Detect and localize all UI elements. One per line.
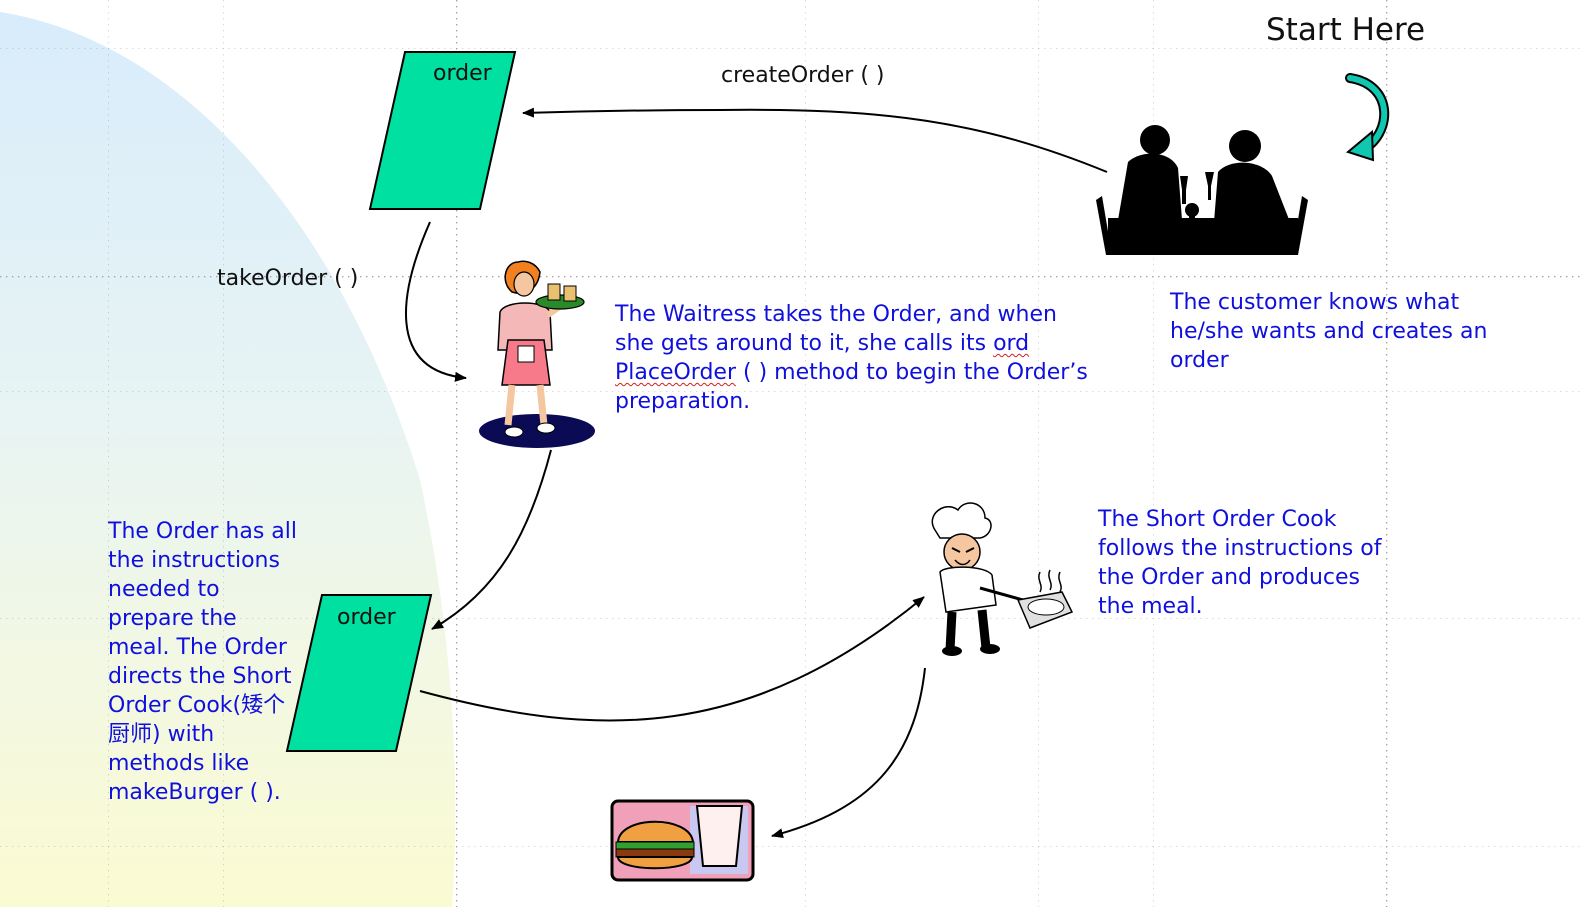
curved-arrow-icon [1345, 73, 1390, 162]
waitress-note-text-2: ( ) method to begin the Order’s preparat… [615, 360, 1088, 414]
arrow-order-to-waitress [405, 221, 467, 382]
create-order-label: createOrder ( ) [721, 63, 885, 88]
waitress-note-text-1: The Waitress takes the Order, and when s… [615, 302, 1057, 356]
waitress-note-squiggle-1: ord [993, 331, 1030, 356]
cook-note: The Short Order Cook follows the instruc… [1098, 507, 1382, 619]
burger-meal-icon [610, 799, 755, 882]
waitress-note-squiggle-2: PlaceOrder [615, 360, 737, 385]
arrow-order-to-cook [419, 596, 925, 722]
flow-arrows [405, 107, 1108, 839]
chef-icon [931, 502, 1074, 656]
order-box-top [368, 51, 517, 210]
waitress-icon [479, 260, 595, 448]
diners-silhouette-icon [1096, 125, 1308, 255]
start-here-label: Start Here [1266, 12, 1426, 48]
order-box-top-label: order [433, 61, 492, 86]
waitress-note: The Waitress takes the Order, and when s… [615, 300, 1090, 416]
order-note: The Order has all the instructions neede… [108, 519, 298, 805]
arrow-customer-to-order [522, 107, 1108, 173]
take-order-label: takeOrder ( ) [217, 266, 359, 291]
customer-note: The customer knows what he/she wants and… [1170, 290, 1488, 373]
order-box-bottom-label: order [337, 605, 396, 630]
arrow-cook-to-meal [771, 667, 926, 839]
order-box-bottom [285, 594, 433, 752]
arrow-waitress-to-order [431, 449, 552, 630]
